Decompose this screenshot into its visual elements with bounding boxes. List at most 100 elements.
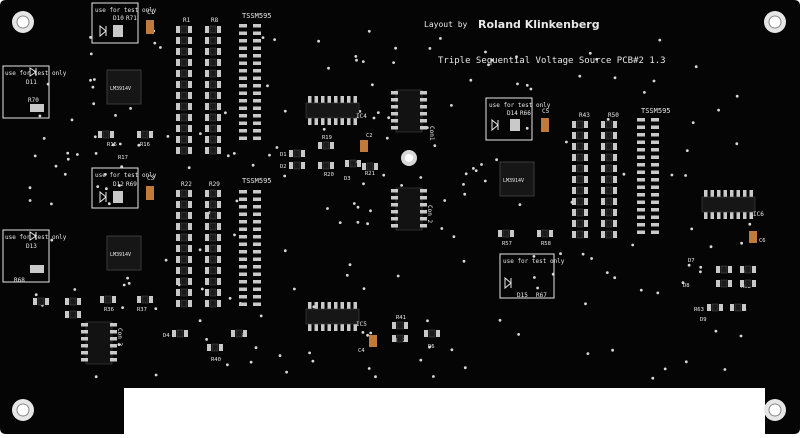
layout-name: Roland Klinkenberg (478, 18, 600, 31)
smd-part (65, 310, 81, 319)
ic-chip-3: LM3914V (499, 161, 535, 197)
smd-part (137, 295, 153, 304)
tssm-label-2: TSSM595 (242, 177, 272, 185)
resistor (176, 124, 192, 133)
svg-text:D10: D10 (113, 15, 124, 22)
r1-label: R1 (183, 17, 191, 24)
resistor (572, 131, 588, 140)
resistor (205, 222, 221, 231)
smd-part (172, 329, 188, 338)
resistor (601, 153, 617, 162)
svg-text:R20: R20 (324, 172, 334, 178)
resistor (205, 47, 221, 56)
resistor (176, 102, 192, 111)
ic-footprint (305, 96, 360, 125)
svg-text:R41: R41 (396, 315, 406, 321)
smd-part (716, 265, 732, 274)
svg-text:D13: D13 (26, 243, 37, 250)
resistor (572, 142, 588, 151)
con1-label: Con1 (428, 126, 435, 141)
svg-text:D3: D3 (344, 176, 351, 182)
svg-text:D8: D8 (683, 283, 690, 289)
svg-text:use for test only: use for test only (95, 172, 157, 179)
small-components (33, 130, 756, 352)
c5-label: C5 (542, 108, 550, 115)
resistor (205, 135, 221, 144)
layout-prefix: Layout by (424, 20, 468, 29)
test-box-1: use for test only D10 R71 (91, 2, 157, 44)
ic-footprint (637, 118, 659, 234)
resistor (205, 91, 221, 100)
svg-text:R40: R40 (211, 357, 221, 363)
smd-part (65, 297, 81, 306)
smd-part (707, 303, 723, 312)
capacitor-c5 (541, 118, 549, 132)
resistor (572, 120, 588, 129)
resistor (572, 164, 588, 173)
svg-text:D7: D7 (688, 258, 695, 264)
smd-part (100, 295, 116, 304)
ic-footprint (239, 24, 261, 140)
resistor (205, 211, 221, 220)
svg-text:C2: C2 (366, 133, 373, 139)
r22-label: R22 (181, 181, 192, 188)
resistor (601, 164, 617, 173)
smd-part (392, 334, 408, 343)
smd-part (740, 279, 756, 288)
connector-footprint (81, 321, 117, 365)
resistor (205, 255, 221, 264)
resistor (601, 142, 617, 151)
test-box-4: use for test only D13 R68 (2, 229, 67, 284)
svg-text:R71: R71 (126, 15, 137, 22)
smd-part (33, 297, 49, 306)
smd-part (137, 130, 153, 139)
svg-text:R63: R63 (694, 307, 704, 313)
ic-footprint (239, 190, 261, 306)
svg-text:use for test only: use for test only (489, 102, 551, 109)
resistor (176, 91, 192, 100)
resistor (205, 102, 221, 111)
resistor (176, 244, 192, 253)
smd-part (362, 162, 378, 171)
test-box-6: use for test only D15 R67 (499, 253, 565, 299)
resistor (205, 288, 221, 297)
svg-text:R37: R37 (137, 307, 147, 313)
resistor (205, 69, 221, 78)
svg-text:R16: R16 (140, 142, 150, 148)
resistor (176, 189, 192, 198)
smd-part (289, 149, 305, 158)
test-box-2: use for test only D11 R70 (2, 65, 67, 119)
resistor (176, 146, 192, 155)
resistor (601, 131, 617, 140)
resistor (601, 230, 617, 239)
smd-part (289, 161, 305, 170)
resistor (205, 146, 221, 155)
svg-text:use for test only: use for test only (503, 258, 565, 265)
svg-text:R19: R19 (322, 135, 332, 141)
svg-text:R57: R57 (502, 241, 512, 247)
svg-text:R21: R21 (365, 171, 375, 177)
resistor (572, 197, 588, 206)
svg-text:D9: D9 (700, 317, 707, 323)
ic-footprint (701, 190, 756, 219)
ic-chip-1: LM3914V (106, 69, 142, 105)
smd-part (207, 343, 223, 352)
capacitor-c3 (146, 186, 154, 200)
smd-part (231, 329, 247, 338)
con3-label: Con 3 (116, 328, 123, 346)
resistor (176, 58, 192, 67)
svg-text:C6: C6 (759, 238, 766, 244)
svg-text:D2: D2 (280, 164, 287, 170)
ic4-label: IC4 (356, 113, 367, 120)
resistor (572, 208, 588, 217)
resistor (176, 233, 192, 242)
ic-footprints (81, 24, 756, 365)
svg-text:R66: R66 (520, 110, 531, 117)
resistor (572, 186, 588, 195)
resistor (176, 255, 192, 264)
connector-footprint (391, 187, 427, 231)
tssm-label-1: TSSM595 (242, 12, 272, 20)
resistor (176, 36, 192, 45)
c3-label: C3 (147, 175, 155, 182)
component-labels: C2 C4 C6 D1 D2 D3 D4 D5 D6 D7 D8 D9 R15 … (104, 133, 766, 363)
